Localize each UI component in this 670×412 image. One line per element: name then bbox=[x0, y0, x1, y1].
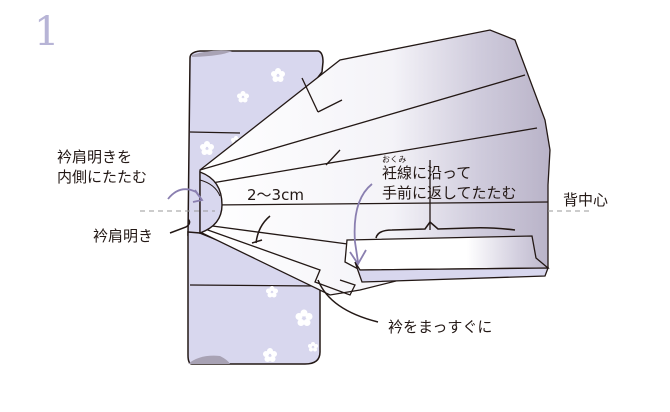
label-back-center: 背中心 bbox=[563, 191, 609, 209]
label-fold-collar: 衿肩明きを 内側にたたむ bbox=[57, 147, 147, 187]
label-fold-collar-line1: 衿肩明きを bbox=[57, 148, 133, 166]
label-okumi-line1: 衽線に沿って bbox=[382, 164, 472, 182]
folded-panels bbox=[199, 29, 551, 296]
label-fold-collar-line2: 内側にたたむ bbox=[57, 168, 148, 186]
label-okumi-instruction: 衽線に沿って 手前に返してたたむ bbox=[382, 163, 517, 203]
fold-arrow-icon bbox=[167, 183, 373, 266]
label-okumi-ruby: おくみ bbox=[382, 155, 407, 164]
leader-lines bbox=[169, 215, 379, 323]
collar-opening bbox=[199, 171, 223, 234]
label-straighten-collar: 衿をまっすぐに bbox=[388, 318, 493, 336]
step-number: 1 bbox=[34, 9, 60, 55]
label-measurement: 2〜3cm bbox=[247, 186, 304, 204]
label-okumi-line2: 手前に返してたたむ bbox=[382, 184, 517, 202]
label-collar-opening: 衿肩明き bbox=[93, 227, 154, 245]
